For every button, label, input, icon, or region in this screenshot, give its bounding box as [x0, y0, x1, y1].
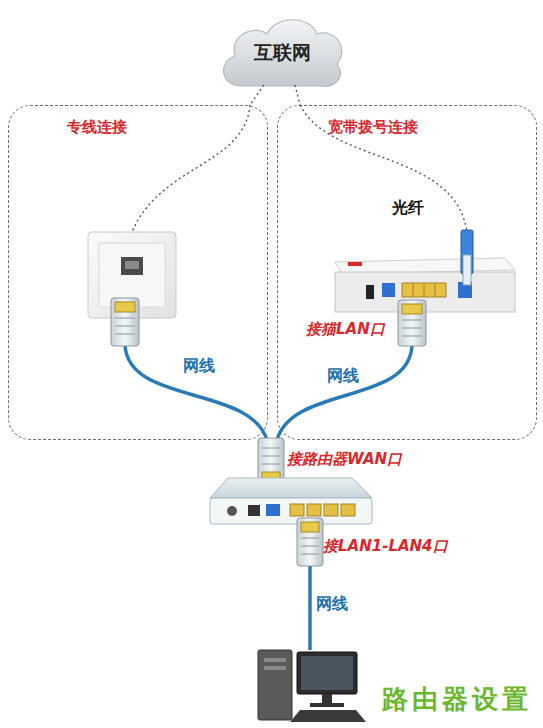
- rj45-plug: [402, 336, 422, 337]
- rj45-plug: [402, 304, 422, 314]
- fiber-connector: [461, 230, 473, 285]
- desktop-computer: [258, 650, 366, 722]
- cable-type-label: 光纤: [392, 198, 424, 219]
- router: [341, 504, 355, 516]
- router: [210, 478, 372, 498]
- group-heading: 专线连接: [67, 118, 127, 137]
- rj45-plug: [111, 298, 139, 346]
- optical-modem: [413, 283, 414, 297]
- cable-label: 网线: [183, 356, 215, 377]
- rj45-plug: [115, 318, 135, 319]
- desktop-computer: [258, 650, 292, 720]
- router: [307, 504, 321, 516]
- cable-label: 网线: [327, 366, 359, 387]
- optical-modem: [366, 285, 374, 299]
- desktop-computer: [297, 652, 357, 694]
- optical-modem: [402, 283, 446, 297]
- desktop-computer: [290, 710, 366, 722]
- desktop-computer: [322, 694, 332, 704]
- router: [324, 504, 338, 516]
- dotted-link: [132, 105, 250, 232]
- dotted-link: [300, 105, 467, 232]
- dotted-link: [250, 85, 264, 105]
- rj45-plug: [402, 328, 422, 329]
- rj45-plug: [301, 522, 319, 532]
- wall-socket: [88, 232, 176, 318]
- rj45-plug: [115, 334, 135, 335]
- rj45-plug: [301, 538, 319, 539]
- rj45-plug: [398, 300, 426, 346]
- router: [210, 478, 372, 524]
- router: [210, 498, 372, 524]
- port-note: 接猫LAN口: [306, 320, 385, 339]
- cable-label: 网线: [316, 594, 348, 615]
- port-note: 接LAN1-LAN4口: [323, 537, 448, 556]
- group-heading: 宽带拨号连接: [328, 118, 418, 137]
- desktop-computer: [264, 666, 286, 670]
- router: [266, 504, 280, 516]
- rj45-plug: [262, 448, 280, 449]
- network-cable: [125, 345, 412, 650]
- wall-socket: [88, 232, 176, 318]
- port-note: 接路由器WAN口: [287, 450, 402, 469]
- rj45-plug: [111, 298, 139, 346]
- cloud-label: 互联网: [254, 34, 311, 66]
- network-cable: [277, 345, 412, 440]
- dotted-link: [132, 105, 467, 232]
- desktop-computer: [301, 656, 353, 690]
- router: [290, 504, 304, 516]
- network-cable: [308, 564, 312, 650]
- fiber-connector: [463, 255, 471, 285]
- optical-modem: [435, 283, 436, 297]
- optical-modem: [424, 283, 425, 297]
- watermark: 路由器设置: [382, 682, 532, 717]
- router: [248, 505, 260, 516]
- network-cable: [125, 345, 267, 440]
- optical-modem: [382, 283, 395, 297]
- wall-socket: [125, 261, 139, 269]
- rj45-plug: [297, 518, 323, 566]
- wall-socket: [121, 257, 143, 275]
- rj45-plug: [262, 456, 280, 457]
- wall-socket: [99, 243, 165, 307]
- rj45-plug: [115, 326, 135, 327]
- rj45-plug: [402, 320, 422, 321]
- rj45-plug: [115, 302, 135, 312]
- optical-modem: [348, 262, 362, 266]
- desktop-computer: [310, 703, 344, 707]
- rj45-plug: [301, 554, 319, 555]
- internet-cloud: 互联网: [217, 12, 347, 88]
- rj45-plug: [262, 464, 280, 465]
- router: [227, 506, 237, 516]
- dotted-link: [295, 85, 300, 105]
- cloud-outline: [224, 20, 342, 87]
- desktop-computer: [264, 658, 286, 662]
- rj45-plug: [297, 518, 323, 566]
- rj45-plug: [301, 546, 319, 547]
- rj45-plug: [398, 300, 426, 346]
